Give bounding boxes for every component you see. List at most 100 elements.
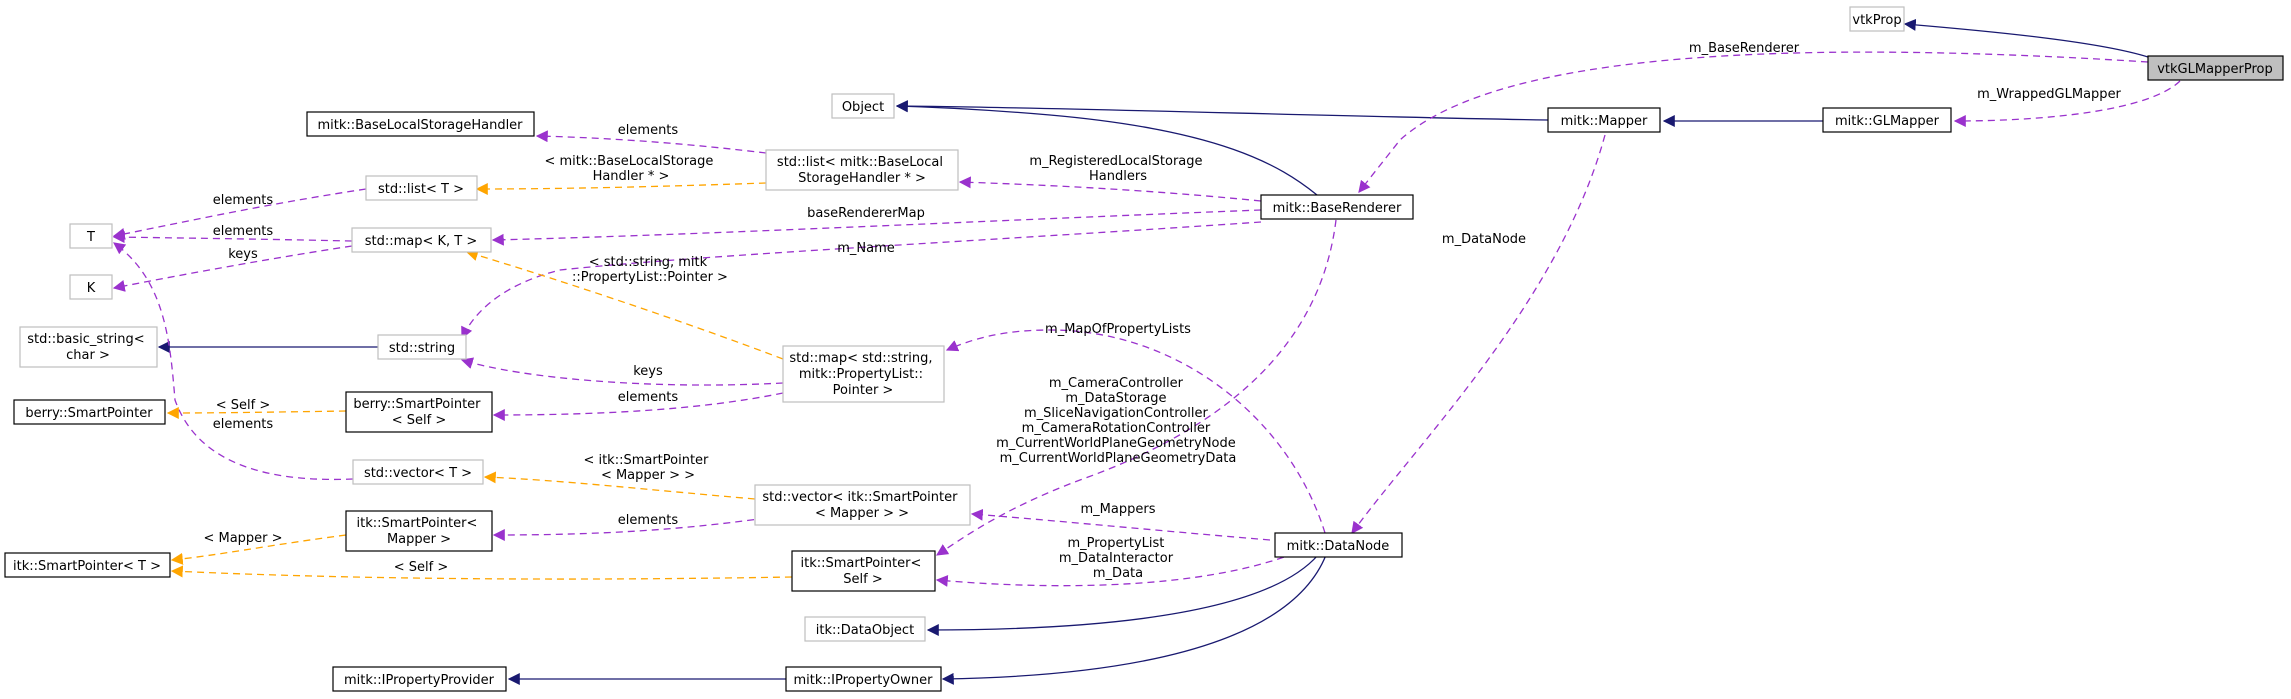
label-property-group: m_PropertyList m_DataInteractor m_Data [1059, 536, 1177, 581]
label-mapper-template: < Mapper > [203, 531, 282, 546]
edge-datanode-dataobject [926, 554, 1319, 636]
svg-text:itk::SmartPointer< Sel: itk::SmartPointer< Self > [801, 556, 926, 587]
edge-mapkt-template [465, 249, 784, 360]
label-m-baserenderer: m_BaseRenderer [1689, 41, 1800, 56]
edge-vtkglmapperprop-vtkprop [1903, 18, 2149, 58]
svg-text:vtkProp: vtkProp [1852, 13, 1901, 28]
edge-propertylist-usage [935, 552, 1296, 587]
svg-text:std::vector< T >: std::vector< T > [364, 466, 472, 481]
label-m-mapofpropertylists: m_MapOfPropertyLists [1045, 322, 1191, 337]
node-std-vector-itk-smartpointer-mapper[interactable]: std::vector< itk::SmartPointer < Mapper … [754, 484, 971, 526]
label-elements-listt: elements [213, 193, 274, 208]
edge-labels: m_BaseRenderer m_WrappedGLMapper element… [203, 41, 2121, 581]
edge-listt-template [475, 182, 767, 195]
svg-text:berry::SmartPointer: berry::SmartPointer [25, 406, 153, 421]
label-self-berry: < Self > [216, 398, 271, 413]
svg-text:std::string: std::string [389, 341, 455, 356]
svg-text:mitk::DataNode: mitk::DataNode [1287, 539, 1390, 554]
svg-text:berry::SmartPointer <: berry::SmartPointer < Self > [353, 397, 484, 428]
label-elements-berry: elements [618, 390, 679, 405]
node-itk-smartpointer-self[interactable]: itk::SmartPointer< Self > [791, 550, 936, 592]
node-t[interactable]: T [69, 223, 113, 249]
label-keys-string: keys [633, 364, 663, 379]
svg-text:itk::SmartPointer< Map: itk::SmartPointer< Mapper > [357, 516, 482, 547]
edge-mapofproplists-usage [945, 329, 1326, 534]
node-std-vector-t[interactable]: std::vector< T > [352, 459, 484, 485]
edge-glmapper-usage [1953, 80, 2181, 127]
node-mitk-ipropertyprovider[interactable]: mitk::IPropertyProvider [332, 666, 507, 692]
label-keys-k: keys [228, 247, 258, 262]
edge-mapprop-string-usage [460, 357, 784, 386]
edge-itkmapper-template [170, 534, 347, 565]
svg-text:itk::DataObject: itk::DataObject [816, 623, 914, 638]
edge-mappers-usage [970, 508, 1271, 541]
label-elements-mapt: elements [213, 224, 274, 239]
node-object[interactable]: Object [831, 93, 895, 119]
node-mitk-mapper[interactable]: mitk::Mapper [1547, 107, 1661, 133]
label-elements-blsh: elements [618, 123, 679, 138]
node-itk-smartpointer-mapper[interactable]: itk::SmartPointer< Mapper > [345, 510, 493, 552]
label-baserenderermap: baseRendererMap [807, 206, 925, 221]
edge-vectort-t-usage [113, 242, 354, 481]
svg-text:std::list< T >: std::list< T > [378, 182, 464, 197]
label-m-name: m_Name [837, 241, 895, 256]
node-std-list-baselocalstoragehandler[interactable]: std::list< mitk::BaseLocal StorageHandle… [765, 149, 959, 191]
svg-text:mitk::IPropertyOwner: mitk::IPropertyOwner [794, 673, 934, 688]
node-std-string[interactable]: std::string [377, 334, 467, 360]
node-itk-smartpointer-t[interactable]: itk::SmartPointer< T > [4, 552, 171, 578]
edge-baserenderer-object [895, 100, 1318, 196]
svg-text:mitk::BaseLocalStorageHandler: mitk::BaseLocalStorageHandler [317, 118, 523, 133]
node-std-map-k-t[interactable]: std::map< K, T > [351, 227, 492, 253]
node-mitk-baserenderer[interactable]: mitk::BaseRenderer [1260, 194, 1414, 220]
nodes: vtkProp vtkGLMapperProp mitk::GLMapper m… [4, 6, 2284, 692]
edge-mapkt-k-usage [112, 245, 353, 292]
svg-text:std::basic_string< cha: std::basic_string< char > [27, 332, 148, 363]
node-mitk-glmapper[interactable]: mitk::GLMapper [1822, 107, 1952, 133]
node-berry-smartpointer[interactable]: berry::SmartPointer [13, 399, 166, 425]
label-m-datanode: m_DataNode [1442, 232, 1526, 247]
edge-vectort-template [483, 471, 756, 500]
node-k[interactable]: K [69, 274, 113, 300]
svg-text:Object: Object [842, 100, 884, 115]
label-m-mappers: m_Mappers [1081, 502, 1156, 517]
node-std-map-propertylist[interactable]: std::map< std::string, mitk::PropertyLis… [782, 345, 945, 403]
edge-listt-t-usage [112, 188, 367, 240]
edge-mname-usage [461, 221, 1262, 340]
node-vtkglmapperprop[interactable]: vtkGLMapperProp [2147, 55, 2284, 81]
svg-text:itk::SmartPointer< T >: itk::SmartPointer< T > [13, 559, 161, 574]
edge-berry-template [166, 406, 347, 419]
svg-text:std::vector< itk::SmartPointer: std::vector< itk::SmartPointer < Mapper … [762, 490, 961, 521]
node-berry-smartpointer-self[interactable]: berry::SmartPointer < Self > [345, 391, 493, 433]
svg-text:mitk::GLMapper: mitk::GLMapper [1835, 114, 1940, 129]
svg-text:mitk::Mapper: mitk::Mapper [1561, 114, 1648, 129]
svg-text:std::map< std::string,: std::map< std::string, mitk::PropertyLis… [789, 351, 936, 398]
label-elements-itkmapper: elements [618, 513, 679, 528]
label-itksp-mapper-template: < itk::SmartPointer < Mapper > > [583, 453, 712, 483]
svg-text:mitk::BaseRenderer: mitk::BaseRenderer [1273, 201, 1402, 216]
node-mitk-datanode[interactable]: mitk::DataNode [1274, 532, 1403, 558]
edge-registered-usage [958, 176, 1262, 202]
svg-text:vtkGLMapperProp: vtkGLMapperProp [2157, 62, 2273, 77]
edge-mapprop-berry-usage [492, 392, 784, 421]
node-std-list-t[interactable]: std::list< T > [365, 175, 478, 201]
node-mitk-ipropertyowner[interactable]: mitk::IPropertyOwner [785, 666, 942, 692]
edge-itkself-template [170, 565, 793, 580]
node-mitk-baselocalstoragehandler[interactable]: mitk::BaseLocalStorageHandler [306, 111, 535, 137]
label-m-wrappedglmapper: m_WrappedGLMapper [1977, 87, 2121, 102]
node-vtkprop[interactable]: vtkProp [1849, 6, 1905, 32]
edge-datanode-mapper-usage [1351, 134, 1606, 534]
svg-text:std::list< mitk::BaseLocal: std::list< mitk::BaseLocal StorageHandle… [777, 155, 947, 186]
edge-baselocal-usage [535, 130, 767, 154]
label-m-registeredlocalstorage: m_RegisteredLocalStorage Handlers [1029, 154, 1206, 184]
edges [112, 18, 2181, 685]
label-self-itk: < Self > [394, 560, 449, 575]
label-string-mitk-template: < std::string, mitk ::PropertyList::Poin… [572, 255, 728, 285]
svg-text:K: K [87, 281, 96, 296]
edge-baserenderer-usage [1358, 51, 2149, 193]
label-elements-vectort: elements [213, 417, 274, 432]
node-itk-dataobject[interactable]: itk::DataObject [804, 616, 926, 642]
node-std-basic-string[interactable]: std::basic_string< char > [19, 326, 158, 368]
edge-basemap-usage [491, 209, 1262, 246]
edge-vectoritk-itkmapper-usage [492, 517, 767, 541]
